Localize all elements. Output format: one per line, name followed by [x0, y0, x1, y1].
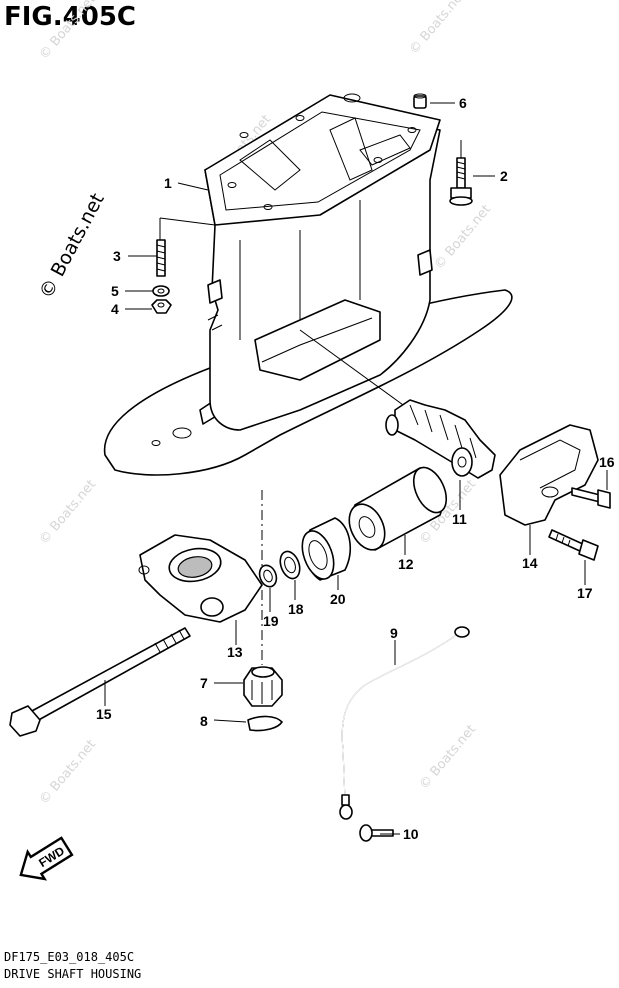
washer-18	[279, 550, 301, 580]
washer-5	[152, 285, 170, 297]
figure-code: DF175_E03_018_405C	[4, 950, 135, 964]
callout-4: 4	[111, 301, 119, 317]
callout-3: 3	[113, 248, 121, 264]
callout-9: 9	[390, 625, 398, 641]
dowel-pin	[413, 93, 427, 109]
callout-13: 13	[227, 644, 243, 660]
watermark: © Boats.net	[432, 202, 494, 272]
callout-2: 2	[500, 168, 508, 184]
castle-nut	[243, 666, 283, 707]
watermark-main: © Boats.net	[35, 190, 109, 303]
lower-mount-rubber	[348, 466, 448, 551]
figure-name: DRIVE SHAFT HOUSING	[4, 967, 142, 981]
screw-10	[359, 824, 394, 842]
callout-17: 17	[577, 585, 593, 601]
callout-19: 19	[263, 613, 279, 629]
callout-15: 15	[96, 706, 112, 722]
callout-10: 10	[403, 826, 419, 842]
leader-lines	[104, 102, 608, 835]
callout-12: 12	[398, 556, 414, 572]
mount-cover	[499, 424, 599, 526]
stud-bolt	[156, 239, 166, 277]
bolt-16	[571, 487, 611, 509]
callout-1: 1	[164, 175, 172, 191]
watermark: © Boats.net	[417, 722, 479, 792]
figure-title: FIG.405C	[4, 2, 137, 32]
callout-labels: 1 2 3 4 5 6 7 8 9 10 11 12 13 14 15 16 1…	[96, 95, 615, 842]
callout-5: 5	[111, 283, 119, 299]
watermark: © Boats.net	[37, 737, 99, 807]
mount-bracket	[138, 534, 263, 623]
nut-4	[151, 299, 172, 314]
callout-16: 16	[599, 454, 615, 470]
watermark: © Boats.net	[407, 0, 469, 58]
callout-11: 11	[452, 511, 467, 527]
bolt-17	[548, 529, 599, 561]
watermark: © Boats.net	[37, 0, 99, 63]
callout-20: 20	[330, 591, 346, 607]
callout-8: 8	[200, 713, 208, 729]
through-bolt	[9, 627, 191, 737]
callout-18: 18	[288, 601, 304, 617]
fwd-arrow-icon: FWD	[19, 836, 74, 881]
bolt-2	[449, 157, 473, 206]
drive-shaft-housing	[103, 93, 513, 476]
watermark: © Boats.net	[37, 477, 99, 547]
retaining-clip	[247, 715, 283, 732]
rubber-seal	[301, 517, 351, 581]
ground-wire	[339, 626, 470, 820]
callout-7: 7	[200, 675, 208, 691]
upper-mount-rubber	[385, 399, 496, 479]
callout-6: 6	[459, 95, 467, 111]
callout-14: 14	[522, 555, 538, 571]
washer-19	[258, 564, 278, 588]
